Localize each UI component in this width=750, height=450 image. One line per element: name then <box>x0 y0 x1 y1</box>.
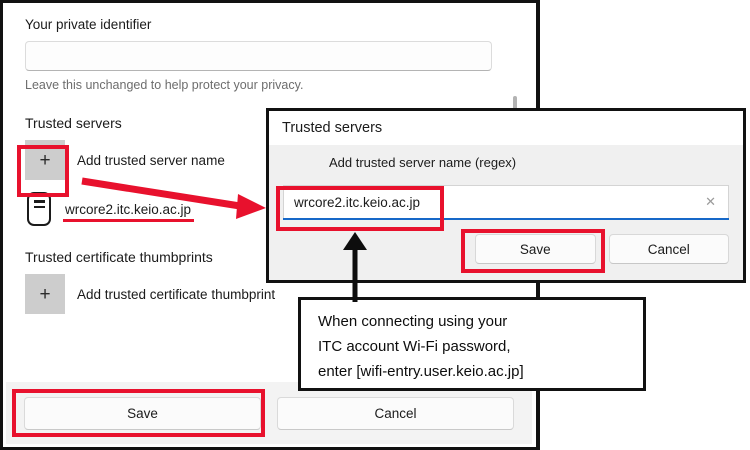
add-trusted-thumbprint-row[interactable]: + Add trusted certificate thumbprint <box>25 274 514 314</box>
instruction-callout: When connecting using your ITC account W… <box>298 297 646 391</box>
trusted-thumbprints-heading: Trusted certificate thumbprints <box>25 249 213 265</box>
settings-panel-body: Your private identifier Leave this uncha… <box>3 3 536 385</box>
dialog-subtitle: Add trusted server name (regex) <box>329 155 517 170</box>
callout-line-2: ITC account Wi-Fi password, <box>318 338 511 355</box>
dialog-actions: Save Cancel <box>283 234 729 264</box>
dialog-content: Add trusted server name (regex) wrcore2.… <box>269 145 743 264</box>
save-button[interactable]: Save <box>24 396 261 430</box>
trusted-servers-heading: Trusted servers <box>25 115 122 131</box>
plus-icon[interactable]: + <box>25 274 65 314</box>
cancel-button[interactable]: Cancel <box>277 396 514 430</box>
server-certificate-icon <box>27 192 51 226</box>
scrollbar-thumb[interactable] <box>513 96 517 110</box>
server-name-input[interactable]: wrcore2.itc.keio.ac.jp ✕ <box>283 185 729 220</box>
close-x-icon[interactable]: ✕ <box>705 194 716 209</box>
dialog-cancel-button[interactable]: Cancel <box>608 234 729 264</box>
dialog-save-button[interactable]: Save <box>475 234 596 264</box>
panel-footer: Save Cancel <box>6 382 532 444</box>
private-identifier-hint: Leave this unchanged to help protect you… <box>25 78 304 92</box>
add-trusted-thumbprint-label: Add trusted certificate thumbprint <box>77 286 276 302</box>
server-name-input-value: wrcore2.itc.keio.ac.jp <box>294 194 421 210</box>
plus-icon[interactable]: + <box>25 140 65 180</box>
private-identifier-label: Your private identifier <box>25 17 152 32</box>
add-trusted-server-label: Add trusted server name <box>77 152 225 168</box>
callout-line-3: enter [wifi-entry.user.keio.ac.jp] <box>318 363 524 380</box>
trusted-server-name: wrcore2.itc.keio.ac.jp <box>62 201 195 222</box>
callout-line-1: When connecting using your <box>318 313 508 330</box>
wifi-settings-panel: Your private identifier Leave this uncha… <box>0 0 540 450</box>
private-identifier-input[interactable] <box>25 41 492 71</box>
dialog-title-bar: Trusted servers <box>269 111 743 145</box>
trusted-servers-dialog: Trusted servers Add trusted server name … <box>266 108 746 283</box>
dialog-title: Trusted servers <box>282 120 383 136</box>
